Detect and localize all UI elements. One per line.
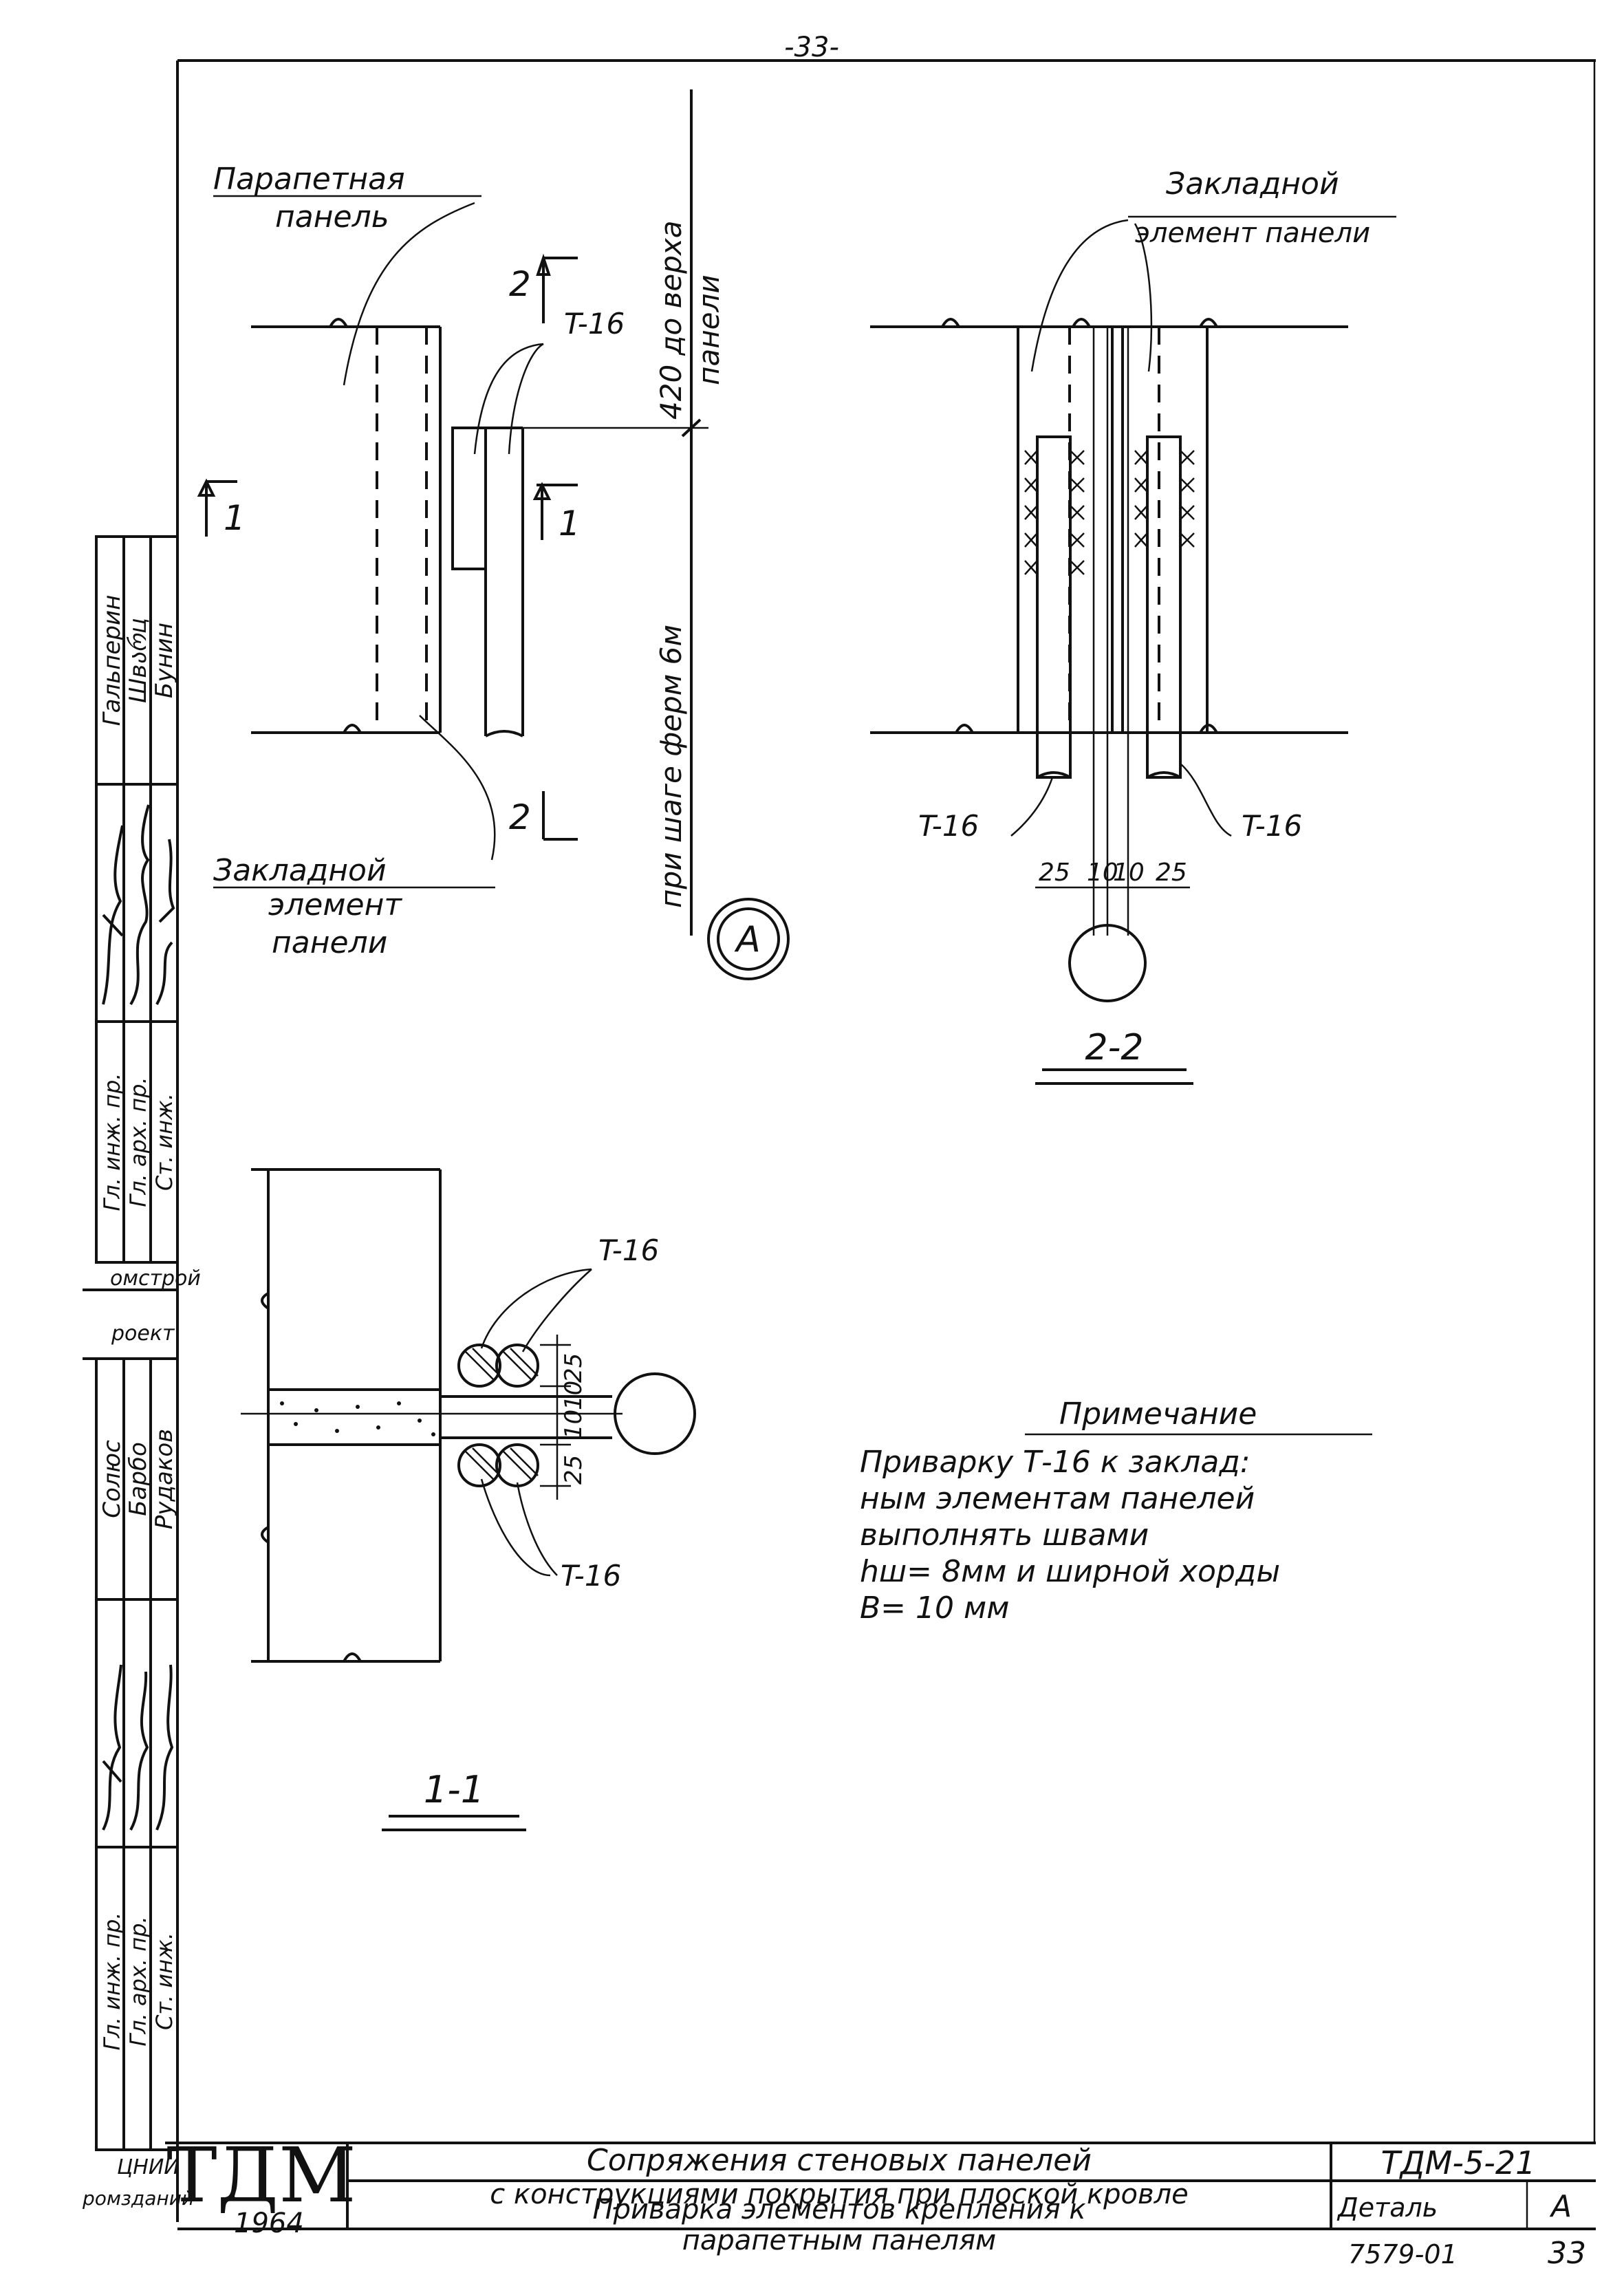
title-line-4: парапетным панелям	[682, 2225, 996, 2256]
section-mark-2-bottom: 2	[509, 797, 531, 837]
title-block-frame	[176, 2143, 1596, 2230]
view-1-1-dim-3: 10	[560, 1410, 587, 1439]
label-t16-main: T-16	[564, 307, 625, 341]
section-mark-2-top: 2	[509, 264, 531, 304]
stamp-name-2: Швარц	[124, 618, 152, 703]
label-parapet-line1: Парапетная	[213, 162, 405, 197]
view-2-2-t16-right: T-16	[1242, 809, 1302, 843]
view-2-2-dim-4: 25	[1156, 859, 1187, 887]
title-block-doc-code: ТДМ-5-21	[1381, 2144, 1536, 2181]
title-line-1: Сопряжения стеновых панелей	[587, 2143, 1092, 2178]
view-2-2-geometry	[870, 219, 1348, 1002]
section-mark-1-right: 1	[559, 504, 581, 543]
bottom-code: 7579-01	[1348, 2239, 1458, 2269]
note-line-1: Приварку Т-16 к заклад:	[860, 1445, 1251, 1480]
label-parapet-line2: панель	[275, 200, 389, 235]
label-embedded-line1: Закладной	[213, 853, 387, 888]
section-mark-1-left: 1	[224, 498, 246, 538]
stamp-role-2: Гл. арх. пр.	[125, 1077, 151, 1207]
title-block-logo: ТДМ	[166, 2131, 356, 2219]
stamp-name-3: Бунин	[151, 623, 178, 698]
view-2-2-dim-1: 25	[1039, 859, 1070, 887]
view-1-1-dim-2: 10	[560, 1381, 587, 1410]
callout-circle-inner	[717, 907, 780, 971]
view-1-1-t16-top: T-16	[598, 1233, 659, 1267]
note-heading: Примечание	[1059, 1397, 1257, 1432]
stamp-name-4: Солюс	[98, 1440, 126, 1518]
stamp-role-3: Ст. инж.	[151, 1093, 177, 1191]
stamp-role-4: Гл. инж. пр.	[99, 1912, 125, 2051]
note-line-5: В= 10 мм	[860, 1591, 1009, 1626]
stamp-org-bottom-1: ЦНИИ	[117, 2155, 180, 2179]
note-line-2: ным элементам панелей	[860, 1481, 1255, 1516]
view-1-1-title: 1-1	[424, 1768, 484, 1811]
view-1-1-geometry	[241, 1168, 696, 1663]
note-line-4: hш= 8мм и ширной хорды	[860, 1554, 1280, 1589]
view-2-2-embedded-line1: Закладной	[1166, 166, 1339, 202]
title-line-3: Приварка элементов крепления к	[592, 2194, 1085, 2225]
page-number: -33-	[784, 32, 839, 63]
view-2-2-t16-left: T-16	[918, 809, 979, 843]
view-2-2-embedded-line2: элемент панели	[1135, 217, 1370, 249]
stamp-role-6: Ст. инж.	[151, 1932, 177, 2030]
view-2-2-dim-3: 10	[1113, 859, 1145, 887]
stamp-role-1: Гл. инж. пр.	[99, 1073, 125, 1211]
stamp-org-upper: омстрой	[110, 1266, 201, 1291]
stamp-org-bottom-2: ромзданий	[82, 2187, 194, 2210]
view-2-2-title: 2-2	[1085, 1027, 1144, 1068]
dim-420-to-top: 420 до верха	[654, 221, 688, 420]
view-2-2-dim-2: 10	[1087, 859, 1118, 887]
view-1-1-dim-4: 25	[560, 1455, 587, 1485]
left-stamp	[83, 535, 179, 2151]
stamp-name-5: Барбо	[124, 1442, 152, 1516]
callout-a: А	[734, 919, 761, 960]
sheet-number: 33	[1548, 2236, 1586, 2271]
label-embedded-line3: панели	[272, 925, 387, 960]
title-block-detail-label: Деталь	[1336, 2192, 1438, 2223]
signatures-lower	[102, 1664, 174, 1831]
main-view-geometry	[197, 89, 708, 936]
title-line-2: с конструкциями покрытия при плоской кро…	[490, 2179, 1189, 2210]
callout-circle-outer	[707, 898, 790, 980]
stamp-name-6: Рудаков	[151, 1429, 178, 1529]
dim-420-panel: панели	[692, 274, 726, 385]
view-1-1-t16-bottom: T-16	[561, 1559, 621, 1593]
label-embedded-line2: элемент	[268, 887, 402, 923]
view-1-1-dim-1: 25	[560, 1353, 587, 1383]
stamp-org-lower: роект	[111, 1322, 175, 1346]
note-line-3: выполнять швами	[860, 1518, 1149, 1553]
dim-truss-spacing: при шаге ферм 6м	[654, 625, 688, 908]
stamp-role-5: Гл. арх. пр.	[125, 1916, 151, 2046]
drawing-frame	[165, 59, 1596, 2144]
signatures-upper	[102, 804, 175, 1006]
stamp-name-1: Гальперин	[98, 595, 126, 726]
title-block-detail-value: А	[1549, 2189, 1572, 2224]
title-block-year: 1964	[234, 2208, 304, 2239]
